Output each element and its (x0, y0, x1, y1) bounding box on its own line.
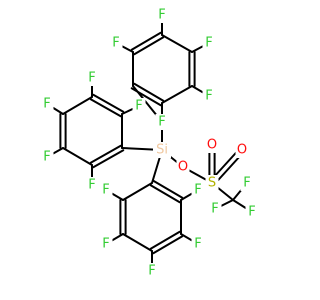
double-bond-line (92, 149, 125, 169)
atom-label-f: F (88, 71, 95, 86)
single-bond (161, 85, 193, 104)
atom-label-f: F (112, 36, 119, 51)
atom-label-background (109, 35, 123, 51)
atom-label-background (153, 142, 171, 158)
atom-label-background (208, 201, 222, 217)
single-bond (122, 182, 153, 201)
double-bond-line (152, 235, 184, 255)
atom-label-background (235, 142, 249, 158)
atom-label-si: Si (156, 143, 168, 158)
atom-label-background (40, 149, 54, 165)
atom-label-o: O (237, 143, 247, 158)
double-bond-line (130, 31, 162, 51)
atom-label-f: F (205, 36, 212, 51)
atom-label-background (205, 137, 219, 153)
atom-label-background (202, 88, 216, 104)
atom-label-f: F (135, 99, 142, 114)
double-bond-line (152, 179, 184, 199)
atom-label-background (245, 204, 259, 220)
atom-label-background (202, 35, 216, 51)
atom-label-f: F (194, 183, 201, 198)
single-bond (122, 233, 153, 252)
atom-label-background (176, 159, 190, 175)
single-bond (62, 147, 93, 166)
atom-label-f: F (43, 150, 50, 165)
atom-label-f: F (243, 176, 250, 191)
double-bond-line (149, 184, 181, 204)
atom-label-f: F (194, 237, 201, 252)
double-bond-line (92, 93, 125, 113)
atom-label-background (99, 236, 113, 252)
single-bond (161, 34, 193, 53)
bond-layer (46, 14, 253, 272)
atom-label-s: S (208, 176, 216, 191)
double-bond-line (89, 98, 122, 118)
atom-label-background (240, 175, 254, 191)
atom-label-background (191, 236, 205, 252)
atom-label-background (155, 114, 169, 130)
double-bond-line (89, 144, 122, 164)
atom-label-f: F (102, 183, 109, 198)
atom-label-f: F (205, 89, 212, 104)
atom-label-background (85, 177, 99, 193)
double-bond-line (149, 230, 181, 250)
atom-label-o: O (207, 138, 217, 153)
atom-label-f: F (102, 237, 109, 252)
atom-label-background (191, 182, 205, 198)
atom-label-background (85, 70, 99, 86)
atom-label-background (155, 7, 169, 23)
atom-label-background (205, 175, 219, 191)
atom-label-f: F (248, 205, 255, 220)
atom-label-background (145, 263, 159, 279)
atom-label-f: F (88, 178, 95, 193)
double-bond-line (133, 82, 165, 102)
atom-label-background (132, 98, 146, 114)
atom-label-background (40, 96, 54, 112)
atom-label-f: F (211, 202, 218, 217)
atom-label-o: O (178, 160, 188, 175)
atom-label-f: F (148, 264, 155, 279)
single-bond (62, 96, 93, 115)
atom-label-background (99, 182, 113, 198)
atom-label-f: F (158, 115, 165, 130)
double-bond-line (133, 36, 165, 56)
atom-label-f: F (158, 8, 165, 23)
atom-label-f: F (43, 97, 50, 112)
